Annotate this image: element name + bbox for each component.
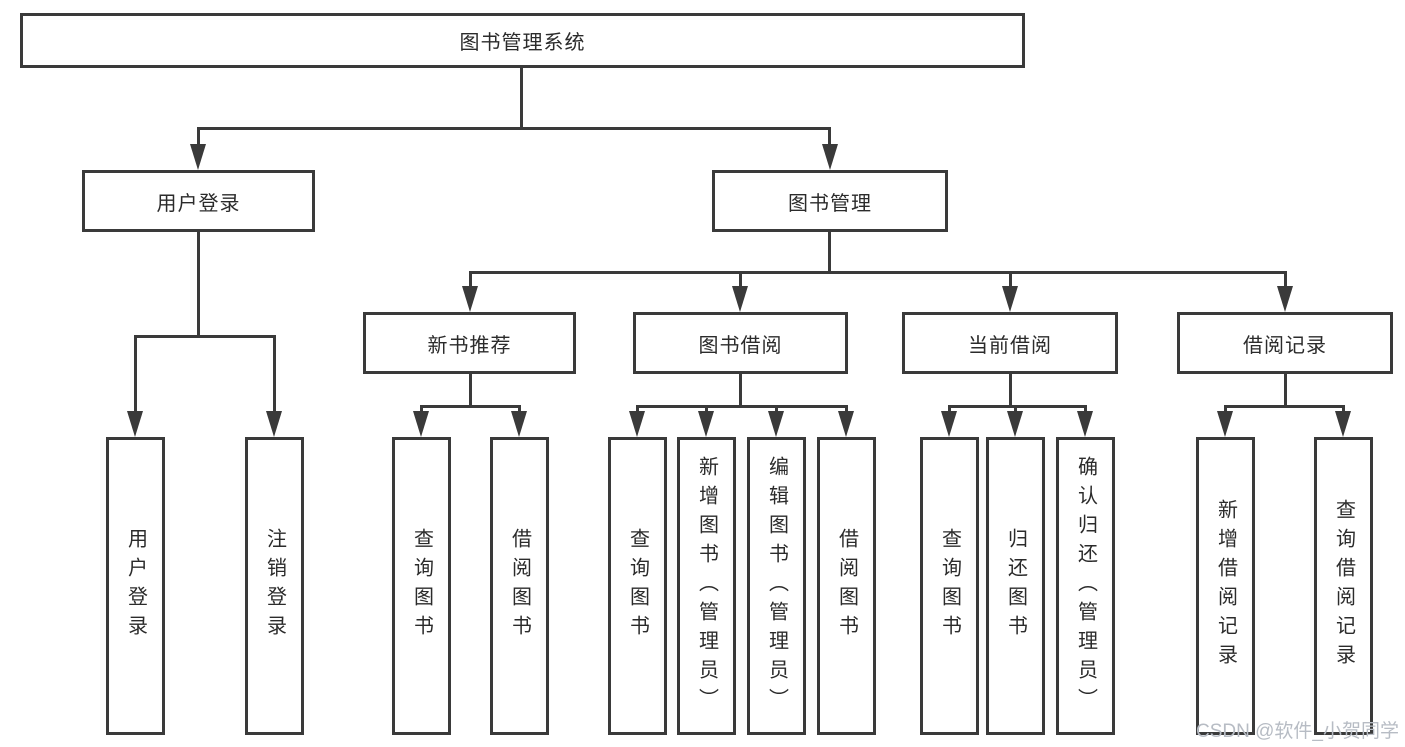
node-borrow-records-label: 借阅记录 bbox=[1243, 334, 1327, 357]
leaf-user-login-label: 用户登录 bbox=[124, 528, 147, 644]
connector-book-borrow-stem bbox=[739, 374, 742, 405]
connector-to-book-management bbox=[828, 127, 831, 146]
arrow-into-leaf-edit-books-icon bbox=[768, 411, 784, 437]
leaf-add-borrow-record: 新增借阅记录 bbox=[1196, 437, 1255, 735]
node-borrow-records: 借阅记录 bbox=[1177, 312, 1393, 374]
leaf-return-books: 归还图书 bbox=[986, 437, 1045, 735]
arrow-into-leaf-query-books-1-icon bbox=[413, 411, 429, 437]
leaf-confirm-return-admin-label: 确认归还（管理员） bbox=[1074, 455, 1097, 717]
leaf-query-books-1-label: 查询图书 bbox=[410, 528, 433, 644]
connector-new-book-recommend-branch bbox=[420, 405, 520, 408]
arrow-into-borrow-records-icon bbox=[1277, 286, 1293, 312]
connector-book-management-branch bbox=[469, 271, 1286, 274]
leaf-logout: 注销登录 bbox=[245, 437, 304, 735]
leaf-add-books-admin: 新增图书（管理员） bbox=[677, 437, 736, 735]
arrow-into-leaf-return-books-icon bbox=[1007, 411, 1023, 437]
arrow-into-leaf-borrow-books-1-icon bbox=[511, 411, 527, 437]
leaf-user-login: 用户登录 bbox=[106, 437, 165, 735]
connector-to-leaf-add-borrow-record bbox=[1224, 405, 1227, 413]
arrow-into-leaf-query-books-2-icon bbox=[629, 411, 645, 437]
connector-current-borrow-stem bbox=[1009, 374, 1012, 405]
leaf-add-books-admin-label: 新增图书（管理员） bbox=[695, 455, 718, 717]
arrow-into-leaf-add-books-icon bbox=[698, 411, 714, 437]
arrow-into-current-borrow-icon bbox=[1002, 286, 1018, 312]
arrow-into-leaf-query-books-3-icon bbox=[941, 411, 957, 437]
node-root-label: 图书管理系统 bbox=[459, 32, 586, 54]
arrow-into-new-book-recommend-icon bbox=[462, 286, 478, 312]
leaf-logout-label: 注销登录 bbox=[263, 528, 286, 644]
connector-to-borrow-records bbox=[1284, 271, 1287, 287]
connector-to-leaf-confirm-return bbox=[1084, 405, 1087, 413]
connector-current-borrow-branch bbox=[948, 405, 1086, 408]
arrow-into-leaf-user-login-icon bbox=[127, 411, 143, 437]
leaf-borrow-books-2-label: 借阅图书 bbox=[835, 528, 858, 644]
connector-to-leaf-return-books bbox=[1014, 405, 1017, 413]
leaf-query-borrow-record: 查询借阅记录 bbox=[1314, 437, 1373, 735]
connector-borrow-records-branch bbox=[1224, 405, 1344, 408]
arrow-into-leaf-add-borrow-record-icon bbox=[1217, 411, 1233, 437]
arrow-into-leaf-query-borrow-record-icon bbox=[1335, 411, 1351, 437]
leaf-borrow-books-2: 借阅图书 bbox=[817, 437, 876, 735]
node-book-borrow-label: 图书借阅 bbox=[698, 334, 783, 357]
leaf-query-books-1: 查询图书 bbox=[392, 437, 451, 735]
connector-to-leaf-edit-books bbox=[775, 405, 778, 413]
connector-to-leaf-query-books-1 bbox=[420, 405, 423, 413]
node-current-borrow: 当前借阅 bbox=[902, 312, 1118, 374]
connector-user-login-stem bbox=[197, 232, 200, 335]
leaf-query-books-2: 查询图书 bbox=[608, 437, 667, 735]
leaf-edit-books-admin: 编辑图书（管理员） bbox=[747, 437, 806, 735]
node-new-book-recommend: 新书推荐 bbox=[363, 312, 576, 374]
leaf-query-borrow-record-label: 查询借阅记录 bbox=[1332, 499, 1355, 673]
node-book-management: 图书管理 bbox=[712, 170, 948, 232]
arrow-into-book-borrow-icon bbox=[732, 286, 748, 312]
node-book-borrow: 图书借阅 bbox=[633, 312, 848, 374]
arrow-into-book-management-icon bbox=[822, 144, 838, 170]
connector-book-management-stem bbox=[828, 232, 831, 271]
node-book-management-label: 图书管理 bbox=[788, 192, 872, 215]
leaf-query-books-3: 查询图书 bbox=[920, 437, 979, 735]
leaf-confirm-return-admin: 确认归还（管理员） bbox=[1056, 437, 1115, 735]
connector-to-user-login bbox=[197, 127, 200, 146]
node-user-login: 用户登录 bbox=[82, 170, 315, 232]
node-root: 图书管理系统 bbox=[20, 13, 1025, 68]
leaf-query-books-3-label: 查询图书 bbox=[938, 528, 961, 644]
connector-to-current-borrow bbox=[1009, 271, 1012, 287]
connector-to-leaf-add-books bbox=[705, 405, 708, 413]
connector-borrow-records-stem bbox=[1284, 374, 1287, 405]
connector-to-leaf-borrow-books-1 bbox=[518, 405, 521, 413]
connector-root-stem bbox=[520, 68, 523, 127]
connector-root-branch bbox=[197, 127, 831, 130]
connector-to-book-borrow bbox=[739, 271, 742, 287]
connector-user-login-branch bbox=[134, 335, 276, 338]
connector-to-leaf-query-borrow-record bbox=[1342, 405, 1345, 413]
node-new-book-recommend-label: 新书推荐 bbox=[427, 334, 512, 357]
connector-to-leaf-borrow-books-2 bbox=[845, 405, 848, 413]
connector-to-leaf-query-books-2 bbox=[636, 405, 639, 413]
connector-book-borrow-branch bbox=[636, 405, 847, 408]
connector-new-book-recommend-stem bbox=[469, 374, 472, 405]
connector-to-leaf-logout bbox=[273, 335, 276, 413]
leaf-return-books-label: 归还图书 bbox=[1004, 528, 1027, 644]
connector-to-leaf-query-books-3 bbox=[948, 405, 951, 413]
leaf-borrow-books-1-label: 借阅图书 bbox=[508, 528, 531, 644]
csdn-watermark: CSDN @软件_小贺同学 bbox=[1196, 721, 1399, 742]
leaf-edit-books-admin-label: 编辑图书（管理员） bbox=[765, 455, 788, 717]
arrow-into-leaf-logout-icon bbox=[266, 411, 282, 437]
leaf-query-books-2-label: 查询图书 bbox=[626, 528, 649, 644]
connector-to-leaf-user-login bbox=[134, 335, 137, 413]
arrow-into-leaf-confirm-return-icon bbox=[1077, 411, 1093, 437]
connector-to-new-book-recommend bbox=[469, 271, 472, 287]
arrow-into-leaf-borrow-books-2-icon bbox=[838, 411, 854, 437]
arrow-into-user-login-icon bbox=[190, 144, 206, 170]
node-user-login-label: 用户登录 bbox=[156, 192, 241, 215]
leaf-borrow-books-1: 借阅图书 bbox=[490, 437, 549, 735]
node-current-borrow-label: 当前借阅 bbox=[968, 334, 1052, 357]
leaf-add-borrow-record-label: 新增借阅记录 bbox=[1214, 499, 1237, 673]
